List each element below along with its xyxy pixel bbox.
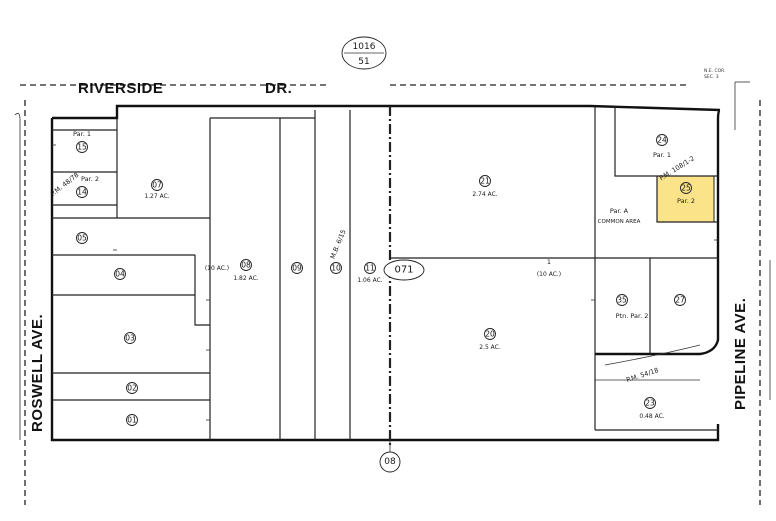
svg-text:Ptn. Par. 2: Ptn. Par. 2 xyxy=(616,312,649,320)
west-acres-note: (10 AC.) xyxy=(205,265,229,272)
svg-text:Par. 1: Par. 1 xyxy=(73,130,91,138)
svg-text:2.5 AC.: 2.5 AC. xyxy=(479,344,501,351)
svg-text:Par. 2: Par. 2 xyxy=(81,175,99,183)
svg-text:071: 071 xyxy=(394,265,413,276)
block-boundary-north-east xyxy=(52,104,721,356)
parcel-20[interactable]: 20 2.5 AC. xyxy=(479,328,501,352)
parcel-08[interactable]: 08 1.82 AC. xyxy=(233,259,259,283)
svg-text:23: 23 xyxy=(645,399,655,408)
parcel-11[interactable]: 11 1.06 AC. xyxy=(357,262,383,285)
svg-text:14: 14 xyxy=(77,188,87,197)
parcel-35[interactable]: 35 Ptn. Par. 2 xyxy=(616,294,649,321)
street-pipeline-label: PIPELINE AVE. xyxy=(732,298,749,410)
svg-text:1.82 AC.: 1.82 AC. xyxy=(233,275,258,282)
svg-text:03: 03 xyxy=(125,334,135,343)
svg-text:09: 09 xyxy=(292,264,302,273)
parcel-07[interactable]: 07 1.27 AC. xyxy=(144,179,170,201)
block-boundary-south-west xyxy=(50,118,720,442)
svg-text:27: 27 xyxy=(675,296,685,305)
bottom-block-badge: 08 xyxy=(379,440,401,473)
block-number-badge: 071 xyxy=(383,259,425,281)
svg-text:21: 21 xyxy=(480,177,490,186)
svg-text:15: 15 xyxy=(77,143,87,152)
svg-text:02: 02 xyxy=(127,384,137,393)
parcel-05[interactable]: 05 xyxy=(76,232,88,244)
svg-text:Par. 1: Par. 1 xyxy=(653,151,671,159)
corner-note-2: SEC. 3 xyxy=(704,74,719,80)
parcel-23[interactable]: 23 0.48 AC. xyxy=(639,397,665,421)
parcel-24[interactable]: 24 Par. 1 xyxy=(653,134,671,160)
parcel-03[interactable]: 03 xyxy=(124,332,136,344)
svg-text:20: 20 xyxy=(485,330,495,339)
parcel-14[interactable]: Par. 2 14 xyxy=(76,175,99,198)
parcel-01[interactable]: 01 xyxy=(126,414,138,426)
book-number: 1016 xyxy=(353,42,376,52)
parcel-map-ref-1: P.M. 48/78 xyxy=(49,171,80,198)
parcel-04[interactable]: 04 xyxy=(114,268,126,280)
svg-text:05: 05 xyxy=(77,234,87,243)
lot-1-label: 1 xyxy=(547,258,551,266)
svg-text:07: 07 xyxy=(152,181,162,190)
svg-text:10: 10 xyxy=(331,264,341,273)
parcel-10[interactable]: 10 xyxy=(330,262,342,274)
parcel-27[interactable]: 27 xyxy=(674,294,686,306)
svg-text:04: 04 xyxy=(115,270,125,279)
svg-text:08: 08 xyxy=(241,261,251,270)
parcel-02[interactable]: 02 xyxy=(126,382,138,394)
parcel-09[interactable]: 09 xyxy=(291,262,303,274)
svg-text:11: 11 xyxy=(365,264,375,273)
page-number: 51 xyxy=(358,57,369,67)
svg-text:01: 01 xyxy=(127,416,137,425)
street-riverside-label: RIVERSIDE xyxy=(78,80,163,97)
corner-note-1: N.E. COR. xyxy=(704,68,726,74)
svg-text:08: 08 xyxy=(384,457,396,467)
svg-text:35: 35 xyxy=(617,296,627,305)
svg-text:1.27 AC.: 1.27 AC. xyxy=(144,193,169,200)
street-dr-label: DR. xyxy=(265,80,292,97)
common-area-par: Par. A xyxy=(610,207,629,215)
svg-text:24: 24 xyxy=(657,136,667,145)
parcel-21[interactable]: 21 2.74 AC. xyxy=(472,175,498,199)
map-book-ref: M.B. 6/15 xyxy=(329,228,348,260)
street-roswell-label: ROSWELL AVE. xyxy=(29,314,46,432)
svg-text:Par. 2: Par. 2 xyxy=(677,197,695,205)
svg-text:2.74 AC.: 2.74 AC. xyxy=(472,191,497,198)
lot-1-acres: (10 AC.) xyxy=(537,271,561,278)
parcel-map-ref-3: P.M. 54/18 xyxy=(625,366,659,384)
parcel-25[interactable]: 25 Par. 2 xyxy=(677,182,695,206)
dimension-ticks xyxy=(52,144,718,421)
parcel-15[interactable]: Par. 1 15 xyxy=(73,130,91,153)
svg-text:0.48 AC.: 0.48 AC. xyxy=(639,413,664,420)
svg-text:25: 25 xyxy=(681,184,691,193)
svg-text:1.06 AC.: 1.06 AC. xyxy=(357,277,382,284)
common-area-label: COMMON AREA xyxy=(598,219,641,225)
book-page-badge: 1016 51 xyxy=(341,36,387,70)
